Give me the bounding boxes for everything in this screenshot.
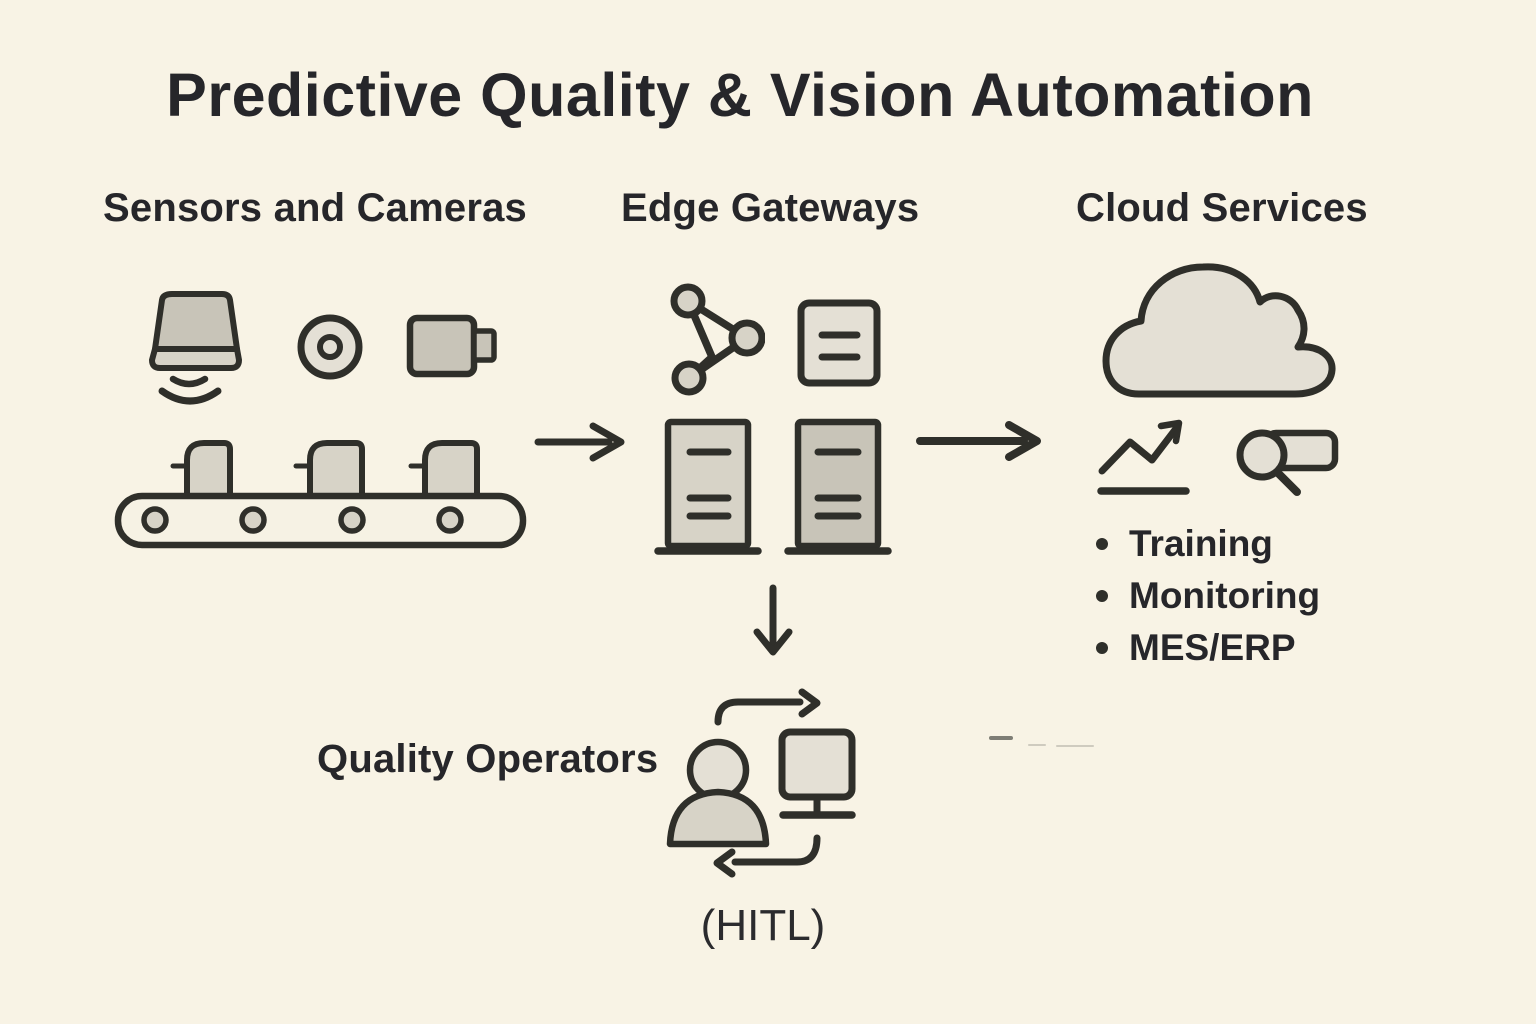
inspection-search-icon <box>1236 429 1339 496</box>
network-nodes-icon <box>670 283 765 396</box>
arrow-edge-to-operators <box>753 584 793 656</box>
conveyor-belt-icon <box>114 440 527 549</box>
list-item: Training <box>1096 518 1320 570</box>
list-item: Monitoring <box>1096 570 1320 622</box>
server-tower-icon <box>784 418 892 555</box>
section-heading-edge: Edge Gateways <box>621 186 920 230</box>
list-item-label: Monitoring <box>1129 575 1321 616</box>
camera-lens-icon <box>297 314 363 380</box>
proximity-sensor-icon <box>149 291 242 405</box>
list-item-label: MES/ERP <box>1129 627 1296 668</box>
cloud-icon <box>1102 263 1336 398</box>
cloud-services-list: Training Monitoring MES/ERP <box>1096 518 1320 674</box>
bullet-dot-icon <box>1096 538 1108 550</box>
artifact-smudge <box>1028 744 1046 746</box>
list-item-label: Training <box>1129 523 1273 564</box>
arrow-sensors-to-edge <box>534 422 625 462</box>
artifact-smudge <box>1056 745 1094 747</box>
bullet-dot-icon <box>1096 642 1108 654</box>
camera-box-icon <box>406 314 497 378</box>
analytics-trend-icon <box>1097 419 1190 495</box>
gateway-module-icon <box>797 299 881 387</box>
monitor-icon <box>778 728 856 819</box>
section-heading-cloud: Cloud Services <box>1076 186 1368 230</box>
arrow-edge-to-cloud <box>916 421 1041 461</box>
server-tower-icon <box>654 418 762 555</box>
bullet-dot-icon <box>1096 590 1108 602</box>
cycle-arrows-icon <box>713 688 821 878</box>
hitl-caption: (HITL) <box>700 901 826 950</box>
list-item: MES/ERP <box>1096 622 1320 674</box>
section-heading-operators: Quality Operators <box>317 737 659 781</box>
operator-person-icon <box>666 738 770 848</box>
artifact-smudge <box>989 736 1013 740</box>
page-title: Predictive Quality & Vision Automation <box>166 61 1314 129</box>
section-heading-sensors: Sensors and Cameras <box>103 186 527 230</box>
